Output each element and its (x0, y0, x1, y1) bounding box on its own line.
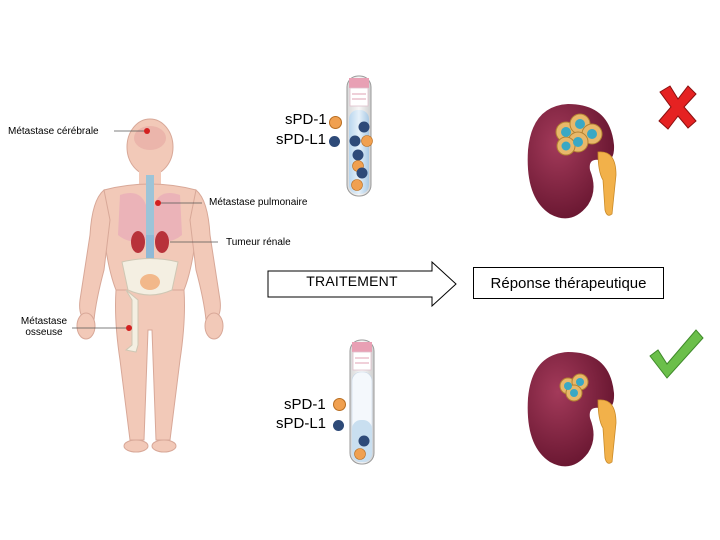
legend-bottom-spdl1-dot (333, 420, 344, 431)
human-body (76, 118, 224, 453)
legend-bottom-spd1-dot (333, 398, 346, 411)
label-bone-metastasis-line2: osseuse (25, 327, 63, 338)
label-bone-metastasis: Métastase osseuse (14, 316, 74, 338)
legend-top-spdl1: sPD-L1 (276, 131, 327, 148)
kidney-bottom (527, 352, 617, 467)
treatment-label: TRAITEMENT (306, 273, 398, 289)
legend-bottom-spd1: sPD-1 (284, 396, 326, 413)
label-renal-tumor: Tumeur rénale (226, 237, 291, 248)
label-bone-metastasis-line1: Métastase (20, 316, 68, 327)
treatment-arrow (267, 260, 457, 308)
therapeutic-response-label: Réponse thérapeutique (490, 274, 647, 292)
legend-top-spd1-dot (329, 116, 342, 129)
cross-icon (658, 85, 697, 130)
legend-top-spdl1-dot (329, 136, 340, 147)
therapeutic-response-box: Réponse thérapeutique (473, 267, 664, 299)
label-brain-metastasis: Métastase cérébrale (8, 126, 99, 137)
tumor-small (559, 373, 589, 402)
blood-tube-top (346, 75, 373, 197)
kidney-top (527, 104, 617, 219)
legend-top-spd1: sPD-1 (285, 111, 327, 128)
legend-bottom-spdl1: sPD-L1 (276, 415, 327, 432)
tumor-large (555, 113, 603, 156)
check-icon (649, 329, 704, 379)
blood-tube-bottom (349, 339, 375, 465)
label-lung-metastasis: Métastase pulmonaire (209, 197, 308, 208)
metastasis-markers (72, 128, 218, 331)
